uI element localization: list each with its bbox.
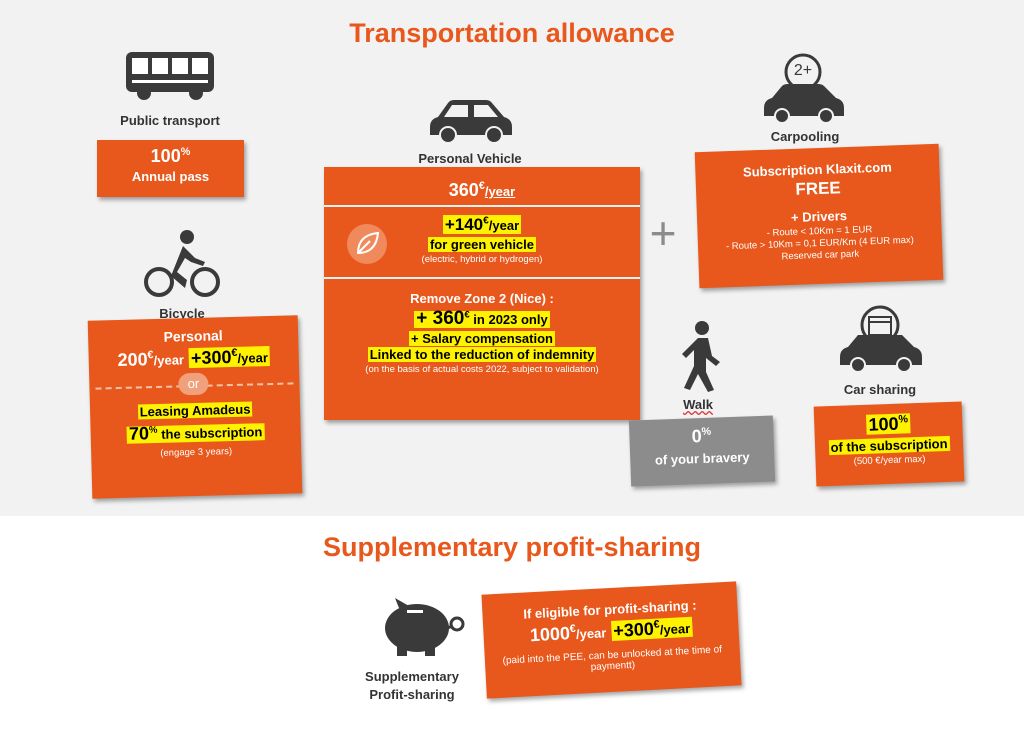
zone-title: Remove Zone 2 (Nice) : xyxy=(410,291,554,306)
car-sharing-value: 100 xyxy=(868,413,899,435)
zone-amount: + 360 xyxy=(416,308,465,329)
car-sharing-desc: of the subscription xyxy=(828,435,950,456)
car-sharing-box: 100% of the subscription (500 €/year max… xyxy=(813,401,965,487)
public-transport-value: 100 xyxy=(150,146,181,166)
piggy-bank-icon xyxy=(385,598,465,656)
walk-label: Walk xyxy=(683,397,713,412)
personal-vehicle-label: Personal Vehicle xyxy=(418,151,522,166)
bicycle-engage: (engage 3 years) xyxy=(160,446,233,459)
car-icon xyxy=(430,100,512,144)
personal-vehicle-box: 360€/year +140€/year for green vehicle (… xyxy=(324,167,640,420)
profit-sharing-title: Supplementary profit-sharing xyxy=(322,532,702,562)
profit-note: (paid into the PEE, can be unlocked at t… xyxy=(502,644,723,674)
bicycle-personal: Personal xyxy=(163,327,223,345)
zone-section: Remove Zone 2 (Nice) : + 360€ in 2023 on… xyxy=(324,279,640,375)
walk-box: 0% of your bravery xyxy=(628,415,776,487)
car-sharing-label: Car sharing xyxy=(843,382,917,397)
profit-sharing-label: Supplementary Profit-sharing xyxy=(365,669,459,702)
page-title: Transportation allowance xyxy=(349,18,675,48)
bicycle-box: Personal 200€/year +300€/year or Leasing… xyxy=(87,315,303,499)
green-note: (electric, hybrid or hydrogen) xyxy=(421,254,543,265)
green-amount: +140 xyxy=(444,215,484,234)
walk-icon xyxy=(682,321,720,392)
green-vehicle-section: +140€/year for green vehicle (electric, … xyxy=(324,207,640,279)
public-transport-desc: Annual pass xyxy=(131,169,210,184)
carpool-badge: 2+ xyxy=(793,62,813,79)
bicycle-amount1: 200 xyxy=(117,349,148,371)
bicycle-icon xyxy=(144,230,220,297)
carpool-icon xyxy=(764,53,844,124)
linked-indemnity: Linked to the reduction of indemnity xyxy=(367,347,597,362)
salary-compensation: + Salary compensation xyxy=(409,331,555,346)
public-transport-box: 100% Annual pass xyxy=(97,140,244,197)
profit-amount1: 1000 xyxy=(529,623,571,646)
car-sharing-note: (500 €/year max) xyxy=(853,453,926,468)
car-sharing-icon xyxy=(840,305,922,373)
green-label: for green vehicle xyxy=(427,237,537,252)
profit-sharing-box: If eligible for profit-sharing : 1000€/y… xyxy=(481,581,742,699)
or-badge: or xyxy=(178,372,209,396)
bus-icon xyxy=(126,52,214,100)
personal-vehicle-base: 360€/year xyxy=(324,167,640,207)
zone-basis: (on the basis of actual costs 2022, subj… xyxy=(365,364,599,375)
plus-sign: + xyxy=(649,207,677,259)
profit-extra-amount: +300€/year xyxy=(610,616,693,641)
carpooling-label: Carpooling xyxy=(770,129,840,144)
public-transport-label: Public transport xyxy=(120,113,220,128)
carpooling-box: Subscription Klaxit.com FREE + Drivers -… xyxy=(694,143,944,289)
leaf-icon xyxy=(347,224,387,264)
bicycle-extra-amount: +300€/year xyxy=(188,346,271,369)
bicycle-leasing: Leasing Amadeus xyxy=(137,401,253,420)
bicycle-subscription: 70% the subscription xyxy=(126,423,265,444)
walk-desc: of your bravery xyxy=(654,449,750,468)
